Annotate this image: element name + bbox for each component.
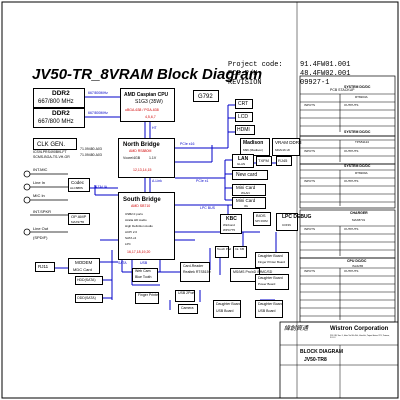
north-bridge: North Bridge AMD RS880M Vcore/4GB 1.1V 1… <box>118 138 175 178</box>
card-reader: Card-Reader Realtek RTS5159 <box>180 262 211 282</box>
power-3-outputs: OUTPUTS <box>344 179 359 183</box>
rj11-port: RJ11 <box>35 262 55 272</box>
power-2-sub: TPS51124 <box>355 140 369 144</box>
lcd-port: LCD <box>235 112 253 122</box>
pcie-x16-label: PCIe x16 <box>180 142 195 146</box>
spdif: (SPDIF) <box>33 235 48 240</box>
clk-t2: 71.09480.A03 <box>80 153 102 157</box>
project-code-label: Project code: <box>228 61 283 69</box>
sata-label: SATA <box>118 261 127 265</box>
kbc-chip: KBC Winbond WPC775 <box>220 214 242 234</box>
finger-printer: Finger Printer <box>135 292 159 304</box>
ddr-bus-1: 667/800MHz <box>88 91 108 95</box>
power-1-inputs: INPUTS <box>304 103 316 107</box>
pcie-label: PCIe x1 <box>196 179 209 183</box>
daughter-board-finger: Daughter Board Finger Printer Board <box>255 252 289 268</box>
usb-2port: USB 2Port <box>175 290 195 302</box>
footer-block-title: BLOCK DIAGRAM <box>300 349 344 355</box>
daughter-board-usb-1: Daughter Board USB Board <box>213 300 241 318</box>
webcam-bt: Web Cam Blue Tooth <box>132 268 158 282</box>
op-amp: OP AMP MAX9755 <box>68 213 90 225</box>
ddr-slot-2: DDR2 667/800 MHz <box>33 108 85 128</box>
power-1-title: SYSTEM DC/DC <box>344 85 371 89</box>
project-code: 91.4FW01.001 <box>300 61 351 69</box>
power-1-sub: RT8203A <box>355 95 368 99</box>
line-out: Line Out <box>33 226 49 231</box>
daughter-board-power: Daughter Board Power Board <box>255 274 289 290</box>
ddr-slot-1: DDR2 667/800 MHz <box>33 88 85 108</box>
pcb-number: 48.4FW02.001 <box>300 70 351 78</box>
company-chinese: 緯創資通 <box>284 325 309 332</box>
company-address: 21F, 88, Sec.1, Hsin Tai Wu Rd., Hsichih… <box>330 335 390 339</box>
lpc-bus-label: LPC BUS <box>200 206 215 210</box>
audio-codec: Codec ALC888S <box>68 178 90 192</box>
power-3-title: SYSTEM DC/DC <box>344 164 371 168</box>
power-5-title: CPU DC/DC <box>347 259 367 263</box>
hdd-sata: HDD(SATA) <box>75 276 103 285</box>
revision-label: REVISION <box>228 79 262 87</box>
bios-rom: BIOS SPI ROM <box>253 212 271 226</box>
lan-chip: LAN GLAN <box>232 154 254 168</box>
power-4-sub: MAX8731 <box>352 218 366 222</box>
power-4-inputs: INPUTS <box>304 227 316 231</box>
rj45-port: RJ45 <box>276 156 292 166</box>
crt-port: CRT <box>235 99 253 109</box>
power-1-outputs: OUTPUTS <box>344 103 359 107</box>
touch-pad: Touch Pad <box>215 246 231 258</box>
azalia-label: AZALIA <box>95 185 108 189</box>
power-2-outputs: OUTPUTS <box>344 149 359 153</box>
line-in: Line In <box>33 180 46 185</box>
madison-gpu: Madison M96 (Madison) <box>240 138 270 156</box>
ddr-bus-2: 667/800MHz <box>88 111 108 115</box>
a-link-label: A-Link <box>152 179 162 183</box>
revision: 09927-1 <box>300 79 330 87</box>
clk-t1: 71.09480.A03 <box>80 147 102 151</box>
power-2-inputs: INPUTS <box>304 149 316 153</box>
power-5-inputs: INPUTS <box>304 269 316 273</box>
mini-card-3g: Mini Card 3G <box>232 197 266 209</box>
vram-ddr3: VRAM DDR3 64Mx16 x8 <box>272 138 302 156</box>
daughter-board-usb-2: Daughter Board USB Board <box>255 300 283 318</box>
power-5-sub: ISL6265 <box>352 264 364 268</box>
int-spkr: INT.SPKR <box>33 209 52 214</box>
cpu-block: AMD Caspian CPU S1G3 (35W) uBGA-638 / PG… <box>120 88 175 122</box>
clk-gen: CLK GEN. <box>33 138 77 150</box>
power-2-title: SYSTEM DC/DC <box>344 130 371 134</box>
power-5-outputs: OUTPUTS <box>344 269 359 273</box>
usb-label: USB <box>140 261 148 265</box>
pcb-stackup: PCB STACKUP <box>330 88 355 92</box>
power-3-sub: RT8209A <box>355 171 368 175</box>
south-bridge: South Bridge AMD SB710 USB2.0 ports Azal… <box>118 192 175 260</box>
camera: Camera <box>178 304 198 314</box>
txfm: TXFM <box>256 156 272 166</box>
lpc-debug-conn: LPC DEBUG CONN <box>276 213 311 231</box>
hdmi-port: HDMI <box>235 125 255 135</box>
new-card-slot: New card <box>232 170 268 180</box>
company-name: Wistron Corporation <box>330 326 389 332</box>
ht-label: HT <box>152 126 157 130</box>
mini-card-wlan: Mini Card WLAN <box>232 184 266 196</box>
mic-in: MIC In <box>33 193 45 198</box>
power-3-inputs: INPUTS <box>304 179 316 183</box>
internal-keyboard: Int. KB <box>233 246 247 258</box>
clk-part: ICS9LPRS490BKLFT <box>33 150 67 154</box>
footer-model: JV50-TR8 <box>304 357 327 363</box>
gpu-g792: G792 <box>193 90 219 102</box>
odd-sata: ODD(SATA) <box>75 294 103 303</box>
modem-card: MODEM MDC Card <box>68 258 100 274</box>
power-4-title: CHARGER <box>350 211 368 215</box>
power-4-outputs: OUTPUTS <box>344 227 359 231</box>
int-mic: INT.MIC <box>33 167 48 172</box>
diagram-title: JV50-TR_8VRAM Block Diagram <box>32 66 263 83</box>
clk-sub: SCMS-BGA-TS-VH-GR <box>33 155 70 159</box>
pcb-label: PCB P/N <box>228 70 258 78</box>
